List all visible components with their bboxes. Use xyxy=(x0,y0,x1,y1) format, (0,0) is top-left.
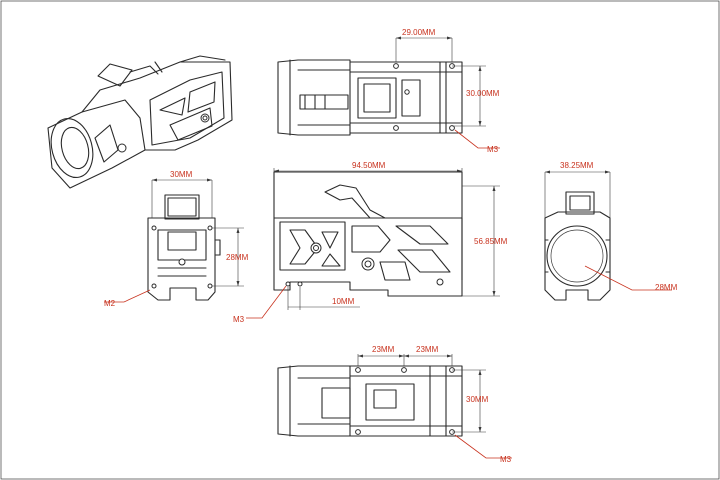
end-bore-dimension: 28MM xyxy=(655,283,678,292)
end-width-dimension: 38.25MM xyxy=(560,161,594,170)
front-width-dimension: 30MM xyxy=(170,170,193,179)
side-height-dimension: 56.85MM xyxy=(474,237,508,246)
side-view xyxy=(246,168,500,319)
isometric-view xyxy=(47,55,233,189)
bottom-spacing-dimension-1: 23MM xyxy=(372,345,395,354)
top-view xyxy=(277,36,500,149)
end-view xyxy=(544,170,672,301)
bottom-thread-label: M3 xyxy=(500,455,512,464)
side-length-dimension: 94.50MM xyxy=(352,161,386,170)
side-thread-label: M3 xyxy=(233,315,245,324)
top-height-dimension: 30.00MM xyxy=(466,89,500,98)
top-width-dimension: 29.00MM xyxy=(402,28,436,37)
side-hole-dimension: 10MM xyxy=(332,297,355,306)
front-view xyxy=(104,178,244,303)
bottom-spacing-dimension-2: 23MM xyxy=(416,345,439,354)
bottom-view xyxy=(277,354,512,459)
top-thread-label: M3 xyxy=(487,145,499,154)
bottom-height-dimension: 30MM xyxy=(466,395,489,404)
front-height-dimension: 28MM xyxy=(226,253,249,262)
front-thread-label: M2 xyxy=(104,299,116,308)
